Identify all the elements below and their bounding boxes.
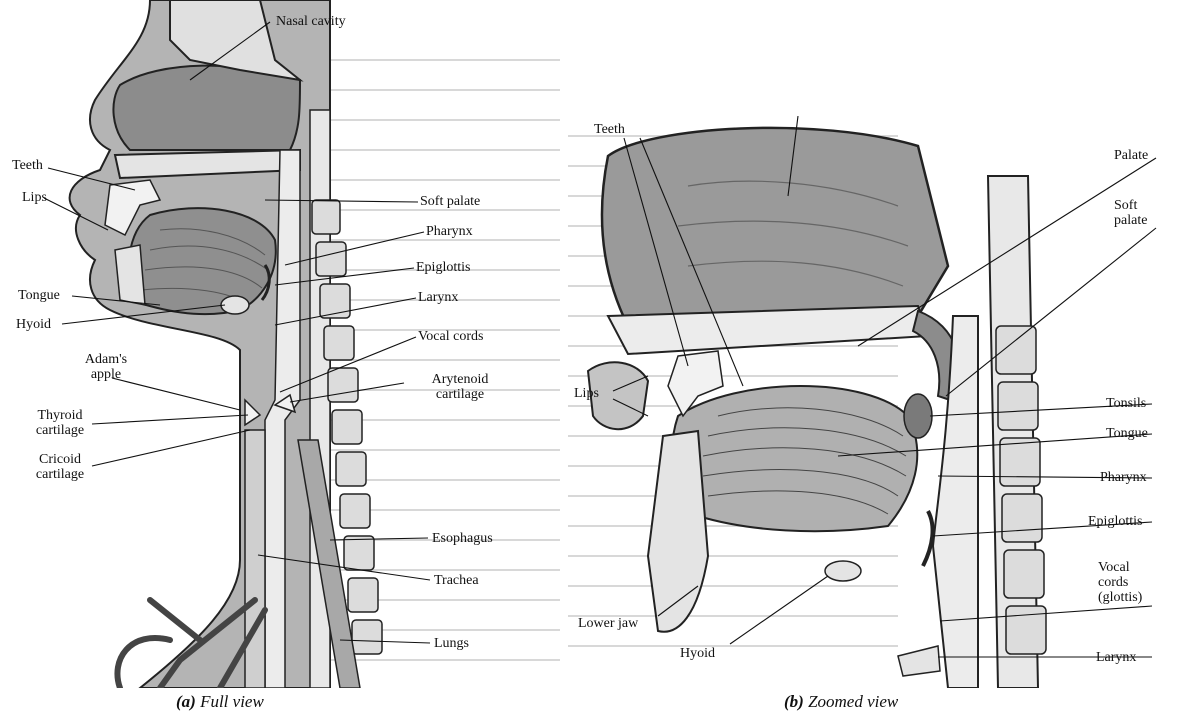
larynx-cartilage-b bbox=[898, 646, 940, 676]
label-pharynx-b: Pharynx bbox=[1100, 470, 1147, 485]
lower-jaw-bone bbox=[115, 245, 145, 305]
label-soft-palate-b-line1: Soft bbox=[1114, 198, 1166, 213]
nasal-cavity-region bbox=[113, 66, 300, 150]
label-lips: Lips bbox=[22, 190, 47, 205]
label-tongue-b: Tongue bbox=[1106, 426, 1148, 441]
label-adams-apple: Adam's apple bbox=[70, 352, 142, 382]
label-vocal-cords-b-line1: Vocal bbox=[1098, 560, 1168, 575]
label-vocal-cords-b-line3: (glottis) bbox=[1098, 590, 1168, 605]
label-soft-palate-b-line2: palate bbox=[1114, 213, 1166, 228]
label-thyroid-line1: Thyroid bbox=[24, 408, 96, 423]
figure-b-zoomed-view: Teeth Palate Soft palate Lips Tonsils To… bbox=[568, 116, 1172, 688]
hyoid-bone-b bbox=[825, 561, 861, 581]
label-soft-palate: Soft palate bbox=[420, 194, 480, 209]
caption-b-text: Zoomed view bbox=[808, 692, 898, 711]
label-lower-jaw-b: Lower jaw bbox=[578, 616, 638, 631]
label-larynx: Larynx bbox=[418, 290, 458, 305]
label-epiglottis: Epiglottis bbox=[416, 260, 470, 275]
label-adams-apple-line2: apple bbox=[70, 367, 142, 382]
label-palate-b: Palate bbox=[1114, 148, 1148, 163]
caption-b-letter: (b) bbox=[784, 692, 804, 711]
epiglottis-flap-b bbox=[923, 511, 933, 566]
hyoid-bone bbox=[221, 296, 249, 314]
label-lips-b: Lips bbox=[574, 386, 599, 401]
label-vocal-cords: Vocal cords bbox=[418, 329, 483, 344]
label-cricoid-line1: Cricoid bbox=[24, 452, 96, 467]
label-arytenoid-cartilage: Arytenoid cartilage bbox=[420, 372, 500, 402]
label-hyoid-b: Hyoid bbox=[680, 646, 715, 661]
label-trachea: Trachea bbox=[434, 573, 479, 588]
nasal-cavity-region-b bbox=[602, 128, 948, 326]
label-teeth: Teeth bbox=[12, 158, 43, 173]
label-hyoid: Hyoid bbox=[16, 317, 51, 332]
caption-a-letter: (a) bbox=[176, 692, 196, 711]
label-cricoid-line2: cartilage bbox=[24, 467, 96, 482]
label-cricoid-cartilage: Cricoid cartilage bbox=[24, 452, 96, 482]
label-lungs: Lungs bbox=[434, 636, 469, 651]
label-nasal-cavity: Nasal cavity bbox=[276, 14, 346, 29]
caption-a-text: Full view bbox=[200, 692, 264, 711]
trachea-tube bbox=[245, 430, 265, 688]
label-epiglottis-b: Epiglottis bbox=[1088, 514, 1142, 529]
label-teeth-b: Teeth bbox=[594, 122, 625, 137]
label-vocal-cords-b-line2: cords bbox=[1098, 575, 1168, 590]
label-esophagus: Esophagus bbox=[432, 531, 493, 546]
label-pharynx: Pharynx bbox=[426, 224, 473, 239]
label-arytenoid-line2: cartilage bbox=[420, 387, 500, 402]
label-thyroid-cartilage: Thyroid cartilage bbox=[24, 408, 96, 438]
tonsil-shape bbox=[904, 394, 932, 438]
label-adams-apple-line1: Adam's bbox=[70, 352, 142, 367]
label-tonsils-b: Tonsils bbox=[1106, 396, 1146, 411]
anatomy-illustration-zoomed bbox=[568, 116, 1172, 688]
label-larynx-b: Larynx bbox=[1096, 650, 1136, 665]
label-tongue: Tongue bbox=[18, 288, 60, 303]
label-thyroid-line2: cartilage bbox=[24, 423, 96, 438]
label-vocal-cords-b: Vocal cords (glottis) bbox=[1098, 560, 1168, 605]
figure-a-full-view: Nasal cavity Teeth Lips Soft palate Phar… bbox=[0, 0, 560, 688]
label-arytenoid-line1: Arytenoid bbox=[420, 372, 500, 387]
label-soft-palate-b: Soft palate bbox=[1114, 198, 1166, 228]
caption-b: (b) Zoomed view bbox=[784, 692, 898, 712]
caption-a: (a) Full view bbox=[176, 692, 264, 712]
